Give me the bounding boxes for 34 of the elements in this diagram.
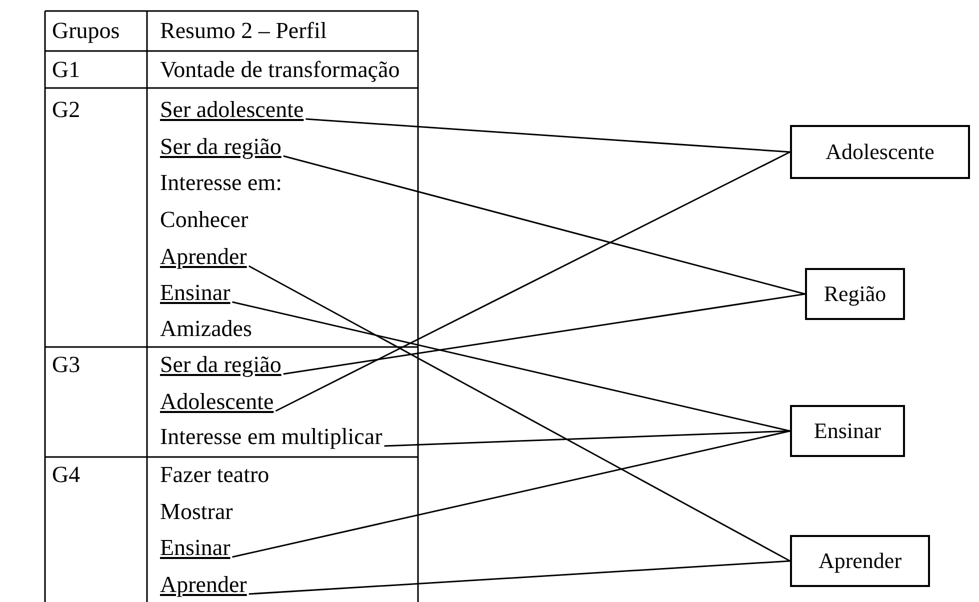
group-label: G3 (52, 351, 80, 379)
profile-item: Conhecer (160, 206, 248, 234)
profile-item: Ensinar (160, 533, 230, 563)
connector-line (283, 293, 806, 375)
group-label: G1 (52, 56, 80, 84)
profile-item: Mostrar (160, 498, 233, 526)
connector-line (232, 301, 790, 432)
profile-item: Interesse em: (160, 169, 282, 197)
profile-item: Ser adolescente (160, 95, 304, 125)
connector-line (248, 560, 790, 595)
group-label: G2 (52, 96, 80, 124)
profile-item: Fazer teatro (160, 461, 270, 489)
connector-line (283, 155, 806, 295)
profile-item: Aprender (160, 242, 247, 272)
category-box: Adolescente (790, 125, 970, 179)
column-header: Resumo 2 – Perfil (160, 17, 327, 45)
profile-item: Vontade de transformação (160, 56, 400, 84)
category-box: Ensinar (790, 405, 905, 457)
category-box: Região (805, 268, 905, 320)
profile-item: Adolescente (160, 387, 274, 417)
connector-line (248, 265, 790, 562)
profile-item: Amizades (160, 315, 252, 343)
column-header: Grupos (52, 17, 120, 45)
profile-item: Ser da região (160, 132, 282, 162)
category-box: Aprender (790, 535, 930, 587)
profile-item: Interesse em multiplicar (160, 422, 382, 452)
profile-item: Ser da região (160, 350, 282, 380)
group-label: G4 (52, 461, 80, 489)
connector-line (306, 118, 790, 153)
connector-line (275, 151, 790, 412)
connector-line (232, 430, 790, 558)
profile-item: Ensinar (160, 278, 230, 308)
connector-line (384, 430, 790, 447)
profile-item: Aprender (160, 570, 247, 600)
